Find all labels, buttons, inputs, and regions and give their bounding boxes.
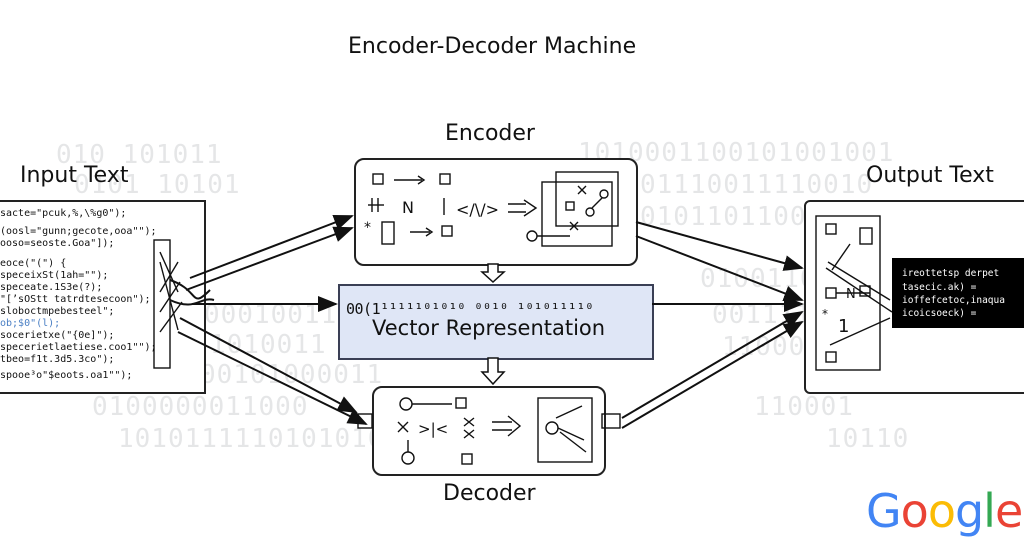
- output-code-line: ireottetsp derpet: [902, 268, 1000, 279]
- bg-binary-14: 110001: [754, 392, 854, 422]
- input-code-line: ooso=seoste.Goa"]);: [0, 238, 115, 249]
- input-arrows: [169, 214, 368, 425]
- output-terminal: ireottetsp derpet tasecic.ak) = ioffefce…: [892, 258, 1024, 328]
- flow-down-arrows: [480, 263, 506, 386]
- output-text-label: Output Text: [866, 163, 994, 188]
- output-code-line: icoicsoeck) =: [902, 308, 977, 319]
- logo-letter: l: [983, 484, 996, 538]
- svg-text:</\/>: </\/>: [456, 200, 499, 219]
- vector-digits: 00(1¹¹¹¹¹⁰¹⁰¹⁰ ⁰⁰¹⁰ ¹⁰¹⁰¹¹¹¹⁰: [346, 300, 594, 318]
- svg-text:*: *: [364, 220, 371, 236]
- input-code-line: speceixSt(1ah="");: [0, 270, 109, 281]
- bg-binary-10: 00101000011: [200, 360, 384, 390]
- input-code-line: sacte="pcuk,%,\%g0");: [0, 208, 127, 219]
- vector-representation-label: Vector Representation: [372, 316, 606, 340]
- input-text-label: Input Text: [20, 163, 129, 188]
- output-arrows: [621, 221, 804, 429]
- google-logo: Google: [866, 484, 1023, 538]
- logo-letter: e: [994, 484, 1023, 538]
- input-code-line: spooe³o"$eoots.oa1"");: [0, 370, 133, 381]
- bg-binary-1: 010 101011: [56, 140, 223, 170]
- input-code-line: (oosl="gunn;gecote,ooa"");: [0, 226, 157, 237]
- logo-letter: G: [866, 484, 902, 538]
- output-code-line: tasecic.ak) =: [902, 282, 977, 293]
- svg-text:1: 1: [838, 316, 849, 337]
- logo-letter: o: [900, 484, 929, 538]
- bg-binary-8: 0100000011000: [92, 392, 309, 422]
- logo-letter: o: [927, 484, 956, 538]
- svg-text:N: N: [402, 198, 414, 217]
- decoder-label: Decoder: [443, 481, 536, 506]
- input-code-line: specerietlaetiese.coo1"");: [0, 342, 157, 353]
- diagram-title: Encoder-Decoder Machine: [348, 34, 637, 59]
- input-code-line: tbeo=f1t.3d5.3co");: [0, 354, 115, 365]
- encoder-glyphs: N </\/> *: [364, 171, 619, 247]
- output-glyphs: N * 1: [815, 215, 893, 371]
- bg-binary-4: 01110011110010: [640, 170, 874, 200]
- output-code-line: ioffefcetoc,inaqua: [902, 295, 1005, 306]
- bg-binary-9: 1010111110101010: [118, 424, 385, 454]
- input-code-line: "[’sOStt tatrdtesecoon");: [0, 294, 151, 305]
- logo-letter: g: [954, 484, 984, 538]
- input-code-line: ob;$0"(l);: [0, 318, 61, 329]
- encoder-label: Encoder: [445, 121, 535, 146]
- svg-text:N: N: [846, 287, 856, 302]
- bg-binary-2: 0101 10101: [74, 170, 241, 200]
- input-bus: [153, 239, 183, 369]
- svg-text:>|<: >|<: [418, 420, 448, 438]
- decoder-glyphs: >|<: [357, 397, 621, 465]
- vector-representation-box: 00(1¹¹¹¹¹⁰¹⁰¹⁰ ⁰⁰¹⁰ ¹⁰¹⁰¹¹¹¹⁰ Vector Rep…: [338, 284, 654, 360]
- input-code-line: socerietxe("{0e]");: [0, 330, 115, 341]
- input-code-line: speceate.1S3e(?);: [0, 282, 103, 293]
- input-code-line: sloboctmpebesteel";: [0, 306, 115, 317]
- svg-text:*: *: [822, 307, 828, 321]
- bg-binary-15: 10110: [826, 424, 910, 454]
- input-code-line: eoce("(") {: [0, 258, 67, 269]
- input-text-box: sacte="pcuk,%,\%g0"); (oosl="gunn;gecote…: [0, 200, 206, 394]
